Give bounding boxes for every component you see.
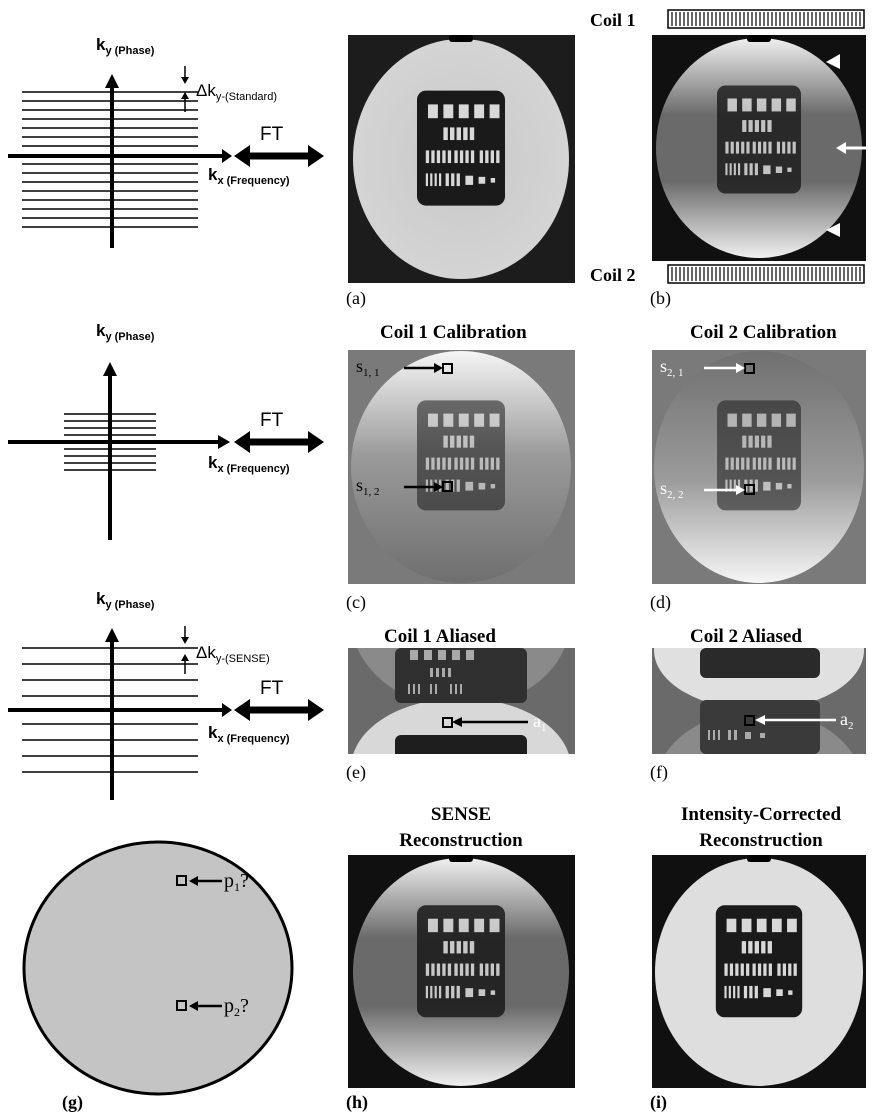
image-g <box>24 842 292 1094</box>
image-b <box>652 35 866 261</box>
label-e: (e) <box>346 762 366 783</box>
delta-k-label: Δky-(Standard) <box>196 81 277 103</box>
coil-2-label: Coil 2 <box>590 265 636 285</box>
ky-label: ky (Phase) <box>96 35 155 57</box>
image-a <box>348 35 575 283</box>
title-d: Coil 2 Calibration <box>690 322 837 343</box>
image-h <box>348 855 575 1088</box>
kspace-calibration <box>8 362 324 540</box>
ft-label-3: FT <box>260 678 284 699</box>
ft-label-2: FT <box>260 410 284 431</box>
ky-label-2: ky (Phase) <box>96 321 155 343</box>
title-e: Coil 1 Aliased <box>384 626 496 647</box>
image-c <box>348 350 575 584</box>
label-c: (c) <box>346 592 366 613</box>
title-i-line1: Intensity-Corrected <box>681 804 841 825</box>
delta-k-sense-label: Δky-(SENSE) <box>196 643 270 665</box>
label-f: (f) <box>650 762 668 783</box>
kx-label-3: kx (Frequency) <box>208 723 290 745</box>
title-h-line1: SENSE <box>431 804 491 825</box>
kx-label: kx (Frequency) <box>208 165 290 187</box>
label-i: (i) <box>650 1092 667 1113</box>
label-g: (g) <box>62 1092 83 1113</box>
label-d: (d) <box>650 592 671 613</box>
title-i-line2: Reconstruction <box>699 830 823 851</box>
image-d <box>652 350 866 584</box>
coil-1-bar <box>668 10 864 28</box>
kspace-sense <box>8 626 324 800</box>
coil-1-label: Coil 1 <box>590 10 636 30</box>
title-f: Coil 2 Aliased <box>690 626 802 647</box>
ft-label: FT <box>260 124 284 145</box>
image-i <box>652 855 866 1088</box>
title-h-line2: Reconstruction <box>399 830 523 851</box>
label-h: (h) <box>346 1092 368 1113</box>
kx-label-2: kx (Frequency) <box>208 453 290 475</box>
title-c: Coil 1 Calibration <box>380 322 527 343</box>
ky-label-3: ky (Phase) <box>96 589 155 611</box>
label-a: (a) <box>346 288 366 309</box>
label-b: (b) <box>650 288 671 309</box>
coil-2-bar <box>668 265 864 283</box>
